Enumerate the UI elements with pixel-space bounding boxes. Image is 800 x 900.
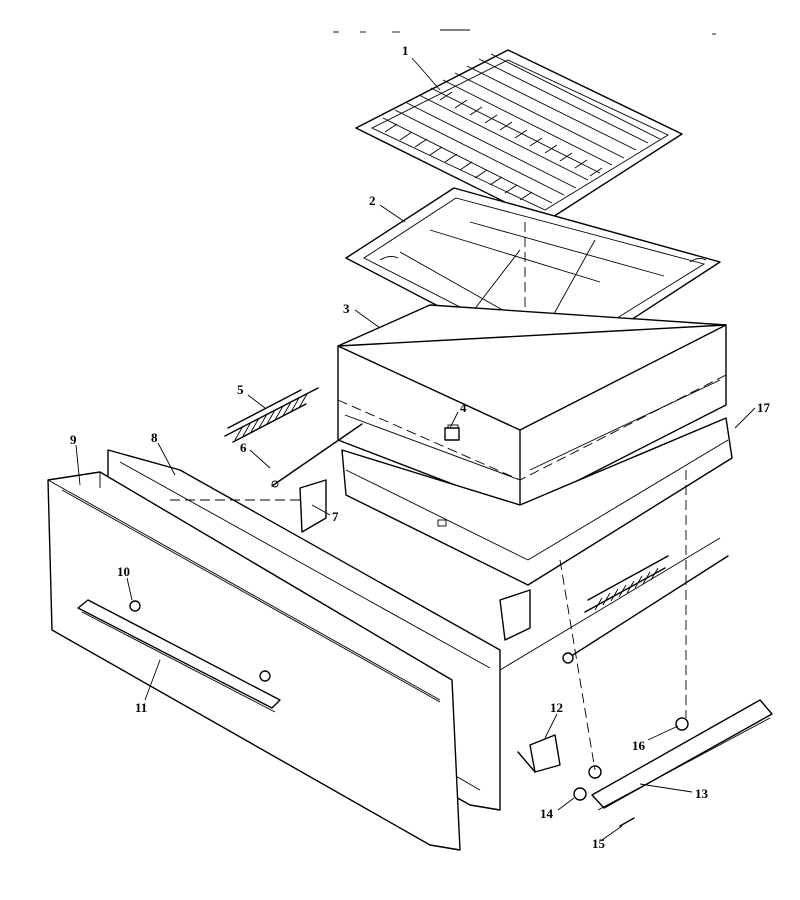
callout-6: 6 (240, 440, 247, 455)
part-10-screws (129, 600, 271, 682)
callout-11: 11 (135, 700, 147, 715)
callout-2: 2 (369, 193, 376, 208)
part-9-outer-panel (47, 471, 461, 851)
part-3-drawer-liner (337, 304, 727, 511)
scan-marks (333, 29, 716, 35)
part-11-handle (77, 599, 281, 713)
part-13-side-rail (591, 699, 773, 811)
part-17-heat-shield (341, 417, 733, 586)
part-6-rod (271, 423, 363, 488)
leader-lines (75, 57, 756, 841)
callout-5: 5 (237, 382, 244, 397)
callout-4: 4 (460, 400, 467, 415)
part-15-screw (619, 817, 635, 827)
callout-17: 17 (757, 400, 771, 415)
callout-15: 15 (592, 836, 606, 851)
part-12-hinge (517, 734, 561, 773)
callout-16: 16 (632, 738, 646, 753)
part-4-clip (444, 427, 460, 441)
callout-9: 9 (70, 432, 77, 447)
alignment-lines (170, 470, 687, 771)
part-5-spring (224, 387, 319, 443)
callout-1: 1 (402, 43, 409, 58)
part-1-rack (355, 49, 683, 223)
callout-3: 3 (343, 301, 350, 316)
part-16-roller (588, 717, 689, 779)
part-14-roller (573, 787, 587, 801)
callout-7: 7 (332, 509, 339, 524)
callout-10: 10 (117, 564, 130, 579)
right-spring-assembly (499, 537, 729, 671)
callout-14: 14 (540, 806, 554, 821)
callout-13: 13 (695, 786, 709, 801)
callouts: 1 2 3 4 5 6 7 8 9 10 11 12 13 14 15 16 1… (70, 43, 771, 851)
callout-12: 12 (550, 700, 563, 715)
callout-8: 8 (151, 430, 158, 445)
